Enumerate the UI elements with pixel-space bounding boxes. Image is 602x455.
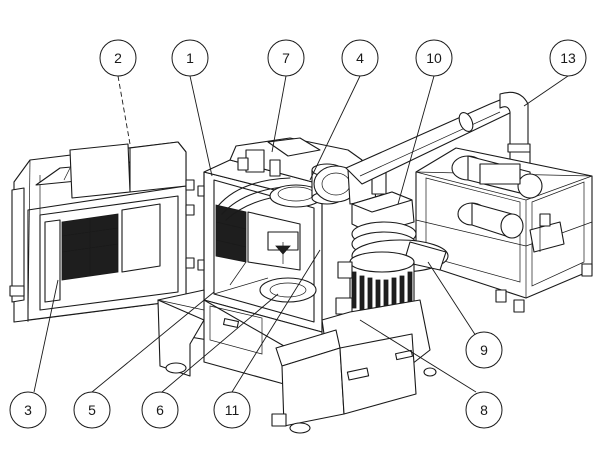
- open-door: [9, 141, 195, 323]
- svg-text:9: 9: [480, 342, 488, 358]
- svg-text:4: 4: [356, 50, 364, 66]
- callout-2: 2: [99, 39, 137, 77]
- callout-4: 4: [341, 39, 379, 77]
- leader-9: [427, 261, 477, 337]
- leader-7: [271, 75, 287, 153]
- pump-frame: [415, 147, 593, 313]
- svg-text:10: 10: [426, 50, 442, 66]
- svg-text:8: 8: [480, 402, 488, 418]
- svg-text:1: 1: [186, 50, 194, 66]
- base-cabinet: [157, 289, 437, 434]
- pipe-assembly: [345, 91, 531, 185]
- leader-3: [33, 279, 59, 393]
- svg-text:3: 3: [24, 402, 32, 418]
- svg-text:2: 2: [114, 50, 122, 66]
- rotary-unit: [335, 191, 449, 315]
- callout-10: 10: [415, 39, 453, 77]
- leader-13: [523, 75, 569, 107]
- leader-lines: [33, 75, 569, 393]
- callout-7: 7: [267, 39, 305, 77]
- vacuum-pump: [451, 155, 543, 239]
- callout-3: 3: [9, 391, 47, 429]
- callout-11: 11: [213, 391, 251, 429]
- svg-text:6: 6: [156, 402, 164, 418]
- callout-9: 9: [465, 331, 503, 369]
- heatsink-fins: [351, 271, 413, 315]
- leader-11: [231, 249, 321, 393]
- leader-10: [397, 75, 435, 205]
- svg-text:13: 13: [560, 50, 576, 66]
- callout-13: 13: [549, 39, 587, 77]
- leader-5: [91, 291, 215, 393]
- callout-8: 8: [465, 391, 503, 429]
- callout-5: 5: [73, 391, 111, 429]
- leader-2: [117, 75, 131, 145]
- top-assembly: [217, 137, 387, 221]
- leader-8: [359, 319, 477, 393]
- callout-1: 1: [171, 39, 209, 77]
- svg-text:7: 7: [282, 50, 290, 66]
- leader-6: [161, 293, 279, 393]
- callout-6: 6: [141, 391, 179, 429]
- leader-4: [309, 75, 361, 181]
- svg-text:5: 5: [88, 402, 96, 418]
- leader-1: [189, 75, 213, 177]
- svg-text:11: 11: [225, 402, 240, 418]
- control-box: [529, 213, 565, 253]
